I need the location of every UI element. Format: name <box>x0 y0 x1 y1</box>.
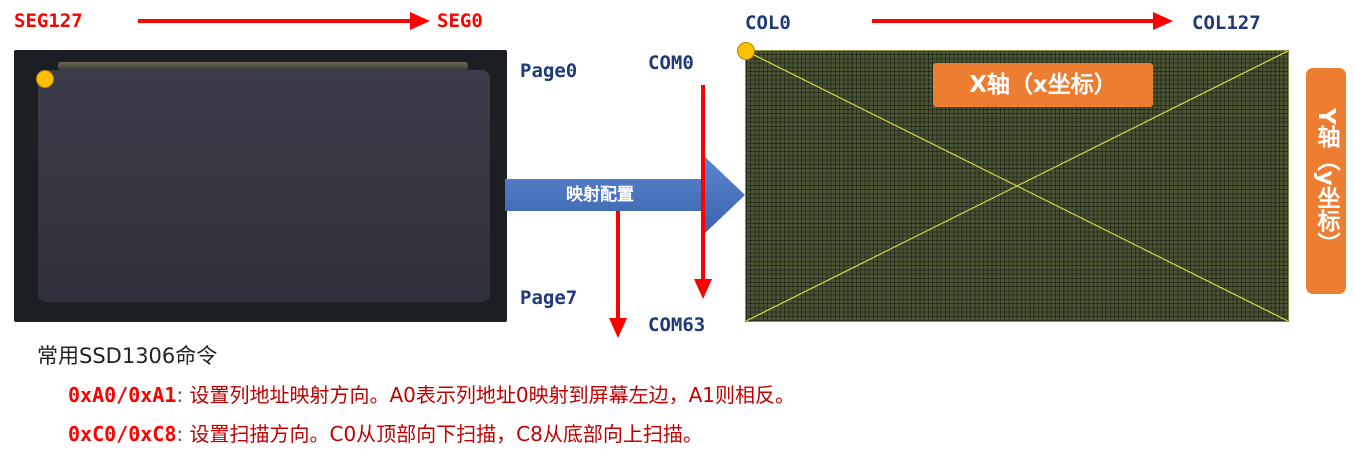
seg127-label: SEG127 <box>14 10 83 32</box>
mapping-config-label: 映射配置 <box>566 185 634 205</box>
seg-direction-arrow-line <box>138 19 418 23</box>
page-direction-arrow-line <box>616 205 620 320</box>
command-separator: : <box>176 422 190 446</box>
y-axis-label: Y轴（y坐标） <box>1306 68 1346 294</box>
page7-label: Page7 <box>520 287 578 309</box>
command-separator: : <box>176 383 190 407</box>
seg-direction-arrowhead <box>410 12 430 30</box>
command-key: 0xA0/0xA1 <box>68 383 177 407</box>
oled-top-edge <box>58 62 468 70</box>
command-description: 设置列地址映射方向。A0表示列地址0映射到屏幕左边，A1则相反。 <box>189 383 796 407</box>
command-line-2: 0xC0/0xC8: 设置扫描方向。C0从顶部向下扫描，C8从底部向上扫描。 <box>68 418 703 447</box>
seg0-label: SEG0 <box>437 10 483 32</box>
oled-origin-dot <box>36 70 54 88</box>
mapping-arrow <box>505 155 745 235</box>
col-direction-arrowhead <box>1153 12 1173 30</box>
com63-label: COM63 <box>648 314 706 336</box>
oled-display-area <box>38 70 490 302</box>
command-key: 0xC0/0xC8 <box>68 422 177 446</box>
page-direction-arrowhead <box>609 318 627 338</box>
x-axis-label: X轴（x坐标） <box>933 63 1153 107</box>
com-direction-arrow-line <box>701 85 705 281</box>
pixel-grid <box>745 50 1289 322</box>
oled-screen-photo <box>14 50 507 322</box>
page0-label: Page0 <box>520 60 578 82</box>
col127-label: COL127 <box>1192 12 1261 34</box>
com0-label: COM0 <box>648 52 694 74</box>
commands-title: 常用SSD1306命令 <box>37 344 218 368</box>
col-direction-arrow-line <box>872 19 1157 23</box>
com-direction-arrowhead <box>694 279 712 299</box>
command-description: 设置扫描方向。C0从顶部向下扫描，C8从底部向上扫描。 <box>189 422 703 446</box>
grid-diagonals <box>746 51 1288 321</box>
col0-label: COL0 <box>745 12 791 34</box>
command-line-1: 0xA0/0xA1: 设置列地址映射方向。A0表示列地址0映射到屏幕左边，A1则… <box>68 379 795 408</box>
grid-origin-dot <box>737 42 755 60</box>
